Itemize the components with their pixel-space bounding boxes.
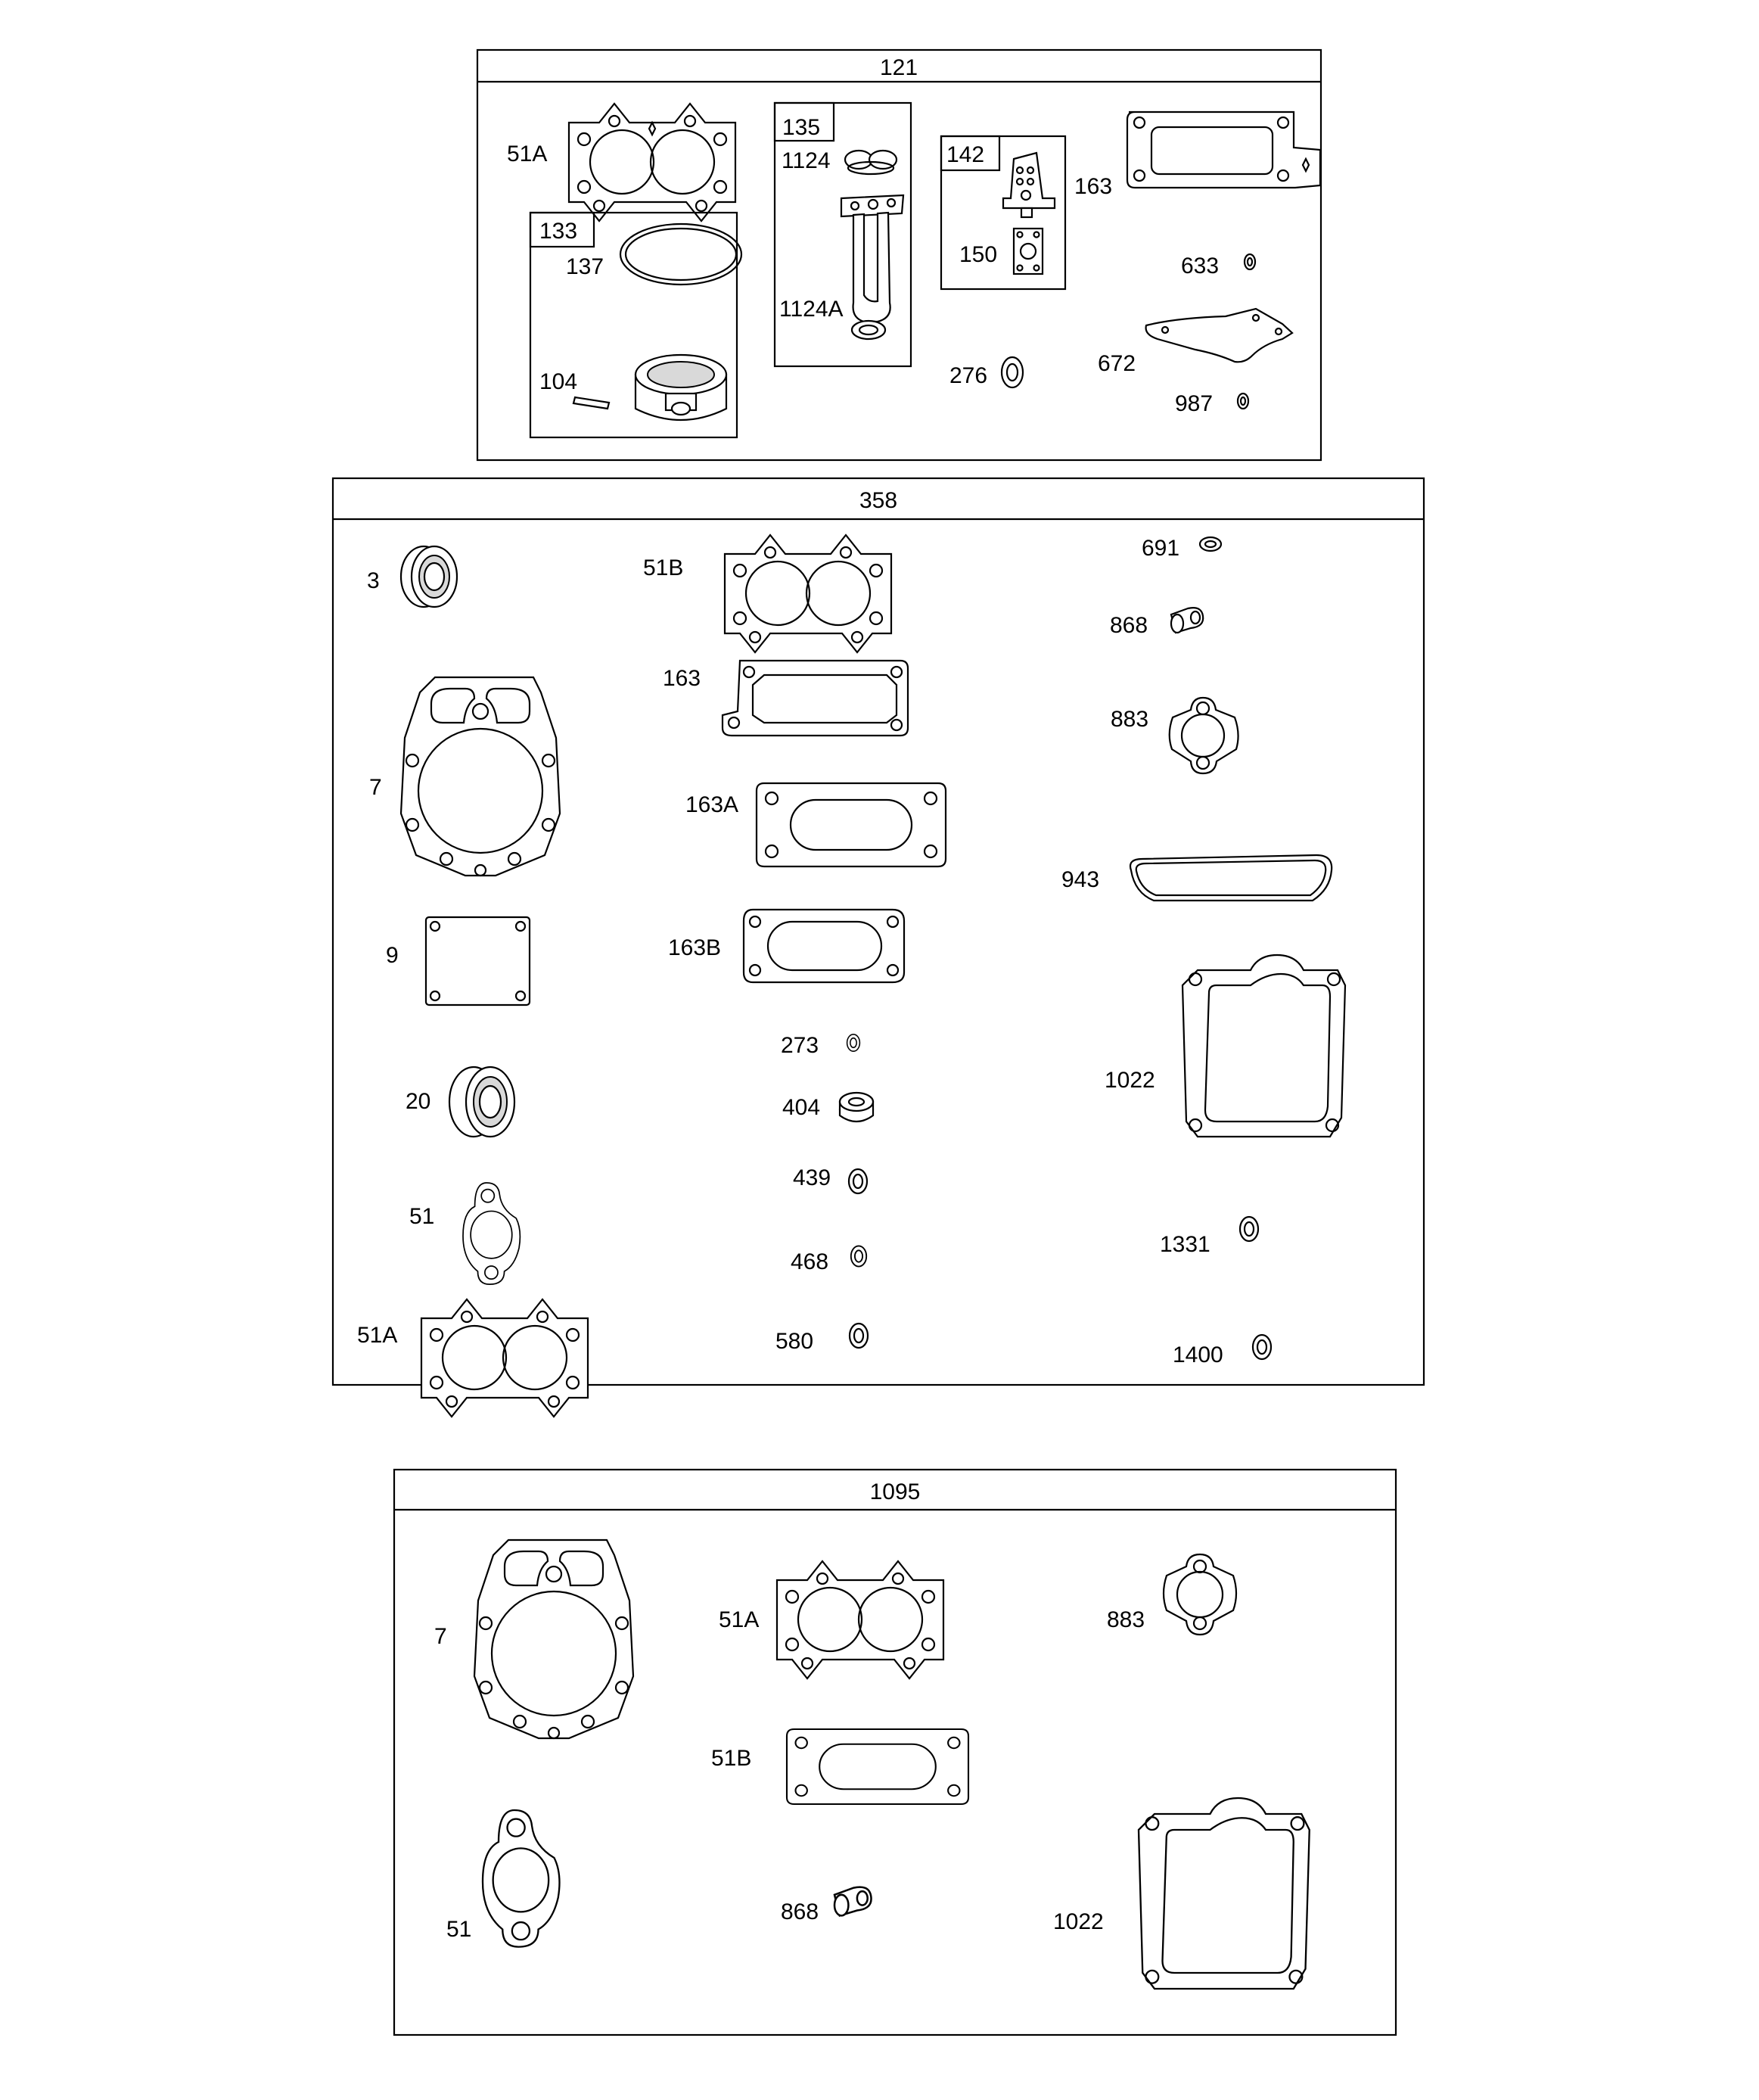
part-121-137-ring (619, 222, 743, 286)
part-1095-7-head-gasket (473, 1538, 635, 1740)
part-1095-51B-gasket (785, 1728, 970, 1806)
part-1095-883-gasket (1162, 1553, 1238, 1636)
part-358-51-gasket (462, 1182, 521, 1286)
part-1095-51-gasket (481, 1809, 561, 1948)
group-1095-header: 1095 (870, 1479, 921, 1504)
label-121-633: 633 (1181, 254, 1219, 278)
label-1095-51: 51 (446, 1917, 471, 1942)
label-358-468: 468 (791, 1249, 828, 1274)
label-121-987: 987 (1175, 391, 1213, 416)
part-358-943-gasket (1129, 854, 1333, 902)
part-358-51A-gasket (420, 1298, 589, 1418)
label-358-9: 9 (386, 943, 399, 968)
label-358-3: 3 (367, 568, 380, 593)
group-358: 358 3 7 9 20 51 51A 51B (331, 477, 1425, 1418)
group-1095: 1095 7 51A 51B 51 868 883 1022 (393, 1468, 1397, 2036)
label-1095-7: 7 (434, 1624, 447, 1649)
part-358-1400-washer (1251, 1333, 1273, 1361)
group-358-header: 358 (859, 488, 897, 513)
label-121-137: 137 (566, 254, 604, 279)
part-358-404-nut (838, 1091, 875, 1123)
label-358-691: 691 (1142, 536, 1179, 561)
label-358-1022: 1022 (1105, 1068, 1155, 1093)
label-1095-1022: 1022 (1053, 1909, 1104, 1934)
part-358-1331-washer (1238, 1215, 1260, 1243)
part-121-1124A-tube (840, 194, 905, 341)
label-1095-51B: 51B (711, 1746, 751, 1771)
part-121-51A-gasket (567, 102, 737, 222)
label-358-7: 7 (369, 775, 382, 800)
part-358-163A-gasket (755, 782, 947, 868)
part-358-439-washer (847, 1168, 869, 1195)
part-358-883-gasket (1168, 696, 1239, 775)
label-358-943: 943 (1061, 867, 1099, 892)
label-1095-51A: 51A (719, 1607, 759, 1632)
part-121-142-bracket (1002, 151, 1056, 219)
label-121-135: 135 (782, 115, 820, 140)
label-121-133: 133 (539, 219, 577, 244)
label-358-273: 273 (781, 1033, 819, 1058)
part-358-163B-gasket (742, 908, 906, 984)
label-358-51B: 51B (643, 555, 683, 580)
group-1095-frame (393, 1468, 1397, 2036)
part-121-104-pin (572, 396, 611, 410)
part-121-150-plate (1012, 227, 1044, 275)
label-121-104: 104 (539, 369, 577, 394)
part-358-51B-gasket (723, 534, 893, 654)
part-358-3-seal (399, 545, 458, 608)
label-121-51A: 51A (507, 142, 547, 166)
label-121-1124: 1124 (782, 148, 831, 173)
label-358-51A: 51A (357, 1323, 397, 1348)
part-358-868-breather (1170, 607, 1204, 634)
part-121-1124-cap (844, 149, 898, 176)
label-358-1400: 1400 (1173, 1342, 1223, 1367)
label-1095-883: 883 (1107, 1607, 1145, 1632)
part-358-273-washer (846, 1034, 861, 1052)
label-358-163A: 163A (685, 792, 738, 817)
part-358-7-head-gasket (399, 676, 561, 877)
label-358-868: 868 (1110, 613, 1148, 638)
label-1095-868: 868 (781, 1899, 819, 1924)
label-121-163: 163 (1074, 174, 1112, 199)
label-358-20: 20 (406, 1089, 430, 1114)
label-121-276: 276 (949, 363, 987, 388)
subgroup-133-frame (529, 211, 738, 439)
label-358-163B: 163B (668, 935, 721, 960)
part-121-104-cylinder (634, 353, 728, 422)
part-121-672-plate (1145, 307, 1294, 363)
label-358-1331: 1331 (1160, 1232, 1210, 1257)
label-358-163: 163 (663, 666, 701, 691)
label-121-672: 672 (1098, 351, 1136, 376)
part-358-691-washer (1198, 536, 1223, 552)
label-358-51: 51 (409, 1204, 434, 1229)
part-358-20-seal (448, 1066, 516, 1138)
part-358-468-washer (850, 1245, 868, 1268)
part-358-9-gasket (424, 916, 531, 1006)
part-1095-51A-gasket (775, 1560, 945, 1680)
label-121-150: 150 (959, 242, 997, 267)
group-121-frame (476, 48, 1322, 462)
group-358-frame (331, 477, 1425, 1386)
part-358-1022-gasket (1181, 954, 1347, 1138)
group-121: 121 51A 133 137 104 135 (476, 48, 1322, 462)
group-121-header: 121 (880, 55, 918, 80)
label-121-142: 142 (946, 142, 984, 167)
label-358-580: 580 (775, 1329, 813, 1354)
part-358-163-gasket (721, 659, 909, 737)
part-121-276-washer (1000, 356, 1024, 389)
label-121-1124A: 1124A (779, 297, 844, 322)
part-121-633-washer (1243, 253, 1257, 271)
subgroup-135-frame (773, 101, 912, 368)
part-358-580-washer (848, 1322, 869, 1349)
part-1095-868-breather (833, 1886, 872, 1917)
label-358-883: 883 (1111, 707, 1148, 732)
subgroup-142-frame (940, 135, 1067, 291)
part-121-987-washer (1236, 392, 1250, 410)
label-358-404: 404 (782, 1095, 820, 1120)
label-358-439: 439 (793, 1165, 831, 1190)
part-121-163-gasket (1126, 110, 1322, 189)
part-1095-1022-gasket (1137, 1797, 1310, 1990)
